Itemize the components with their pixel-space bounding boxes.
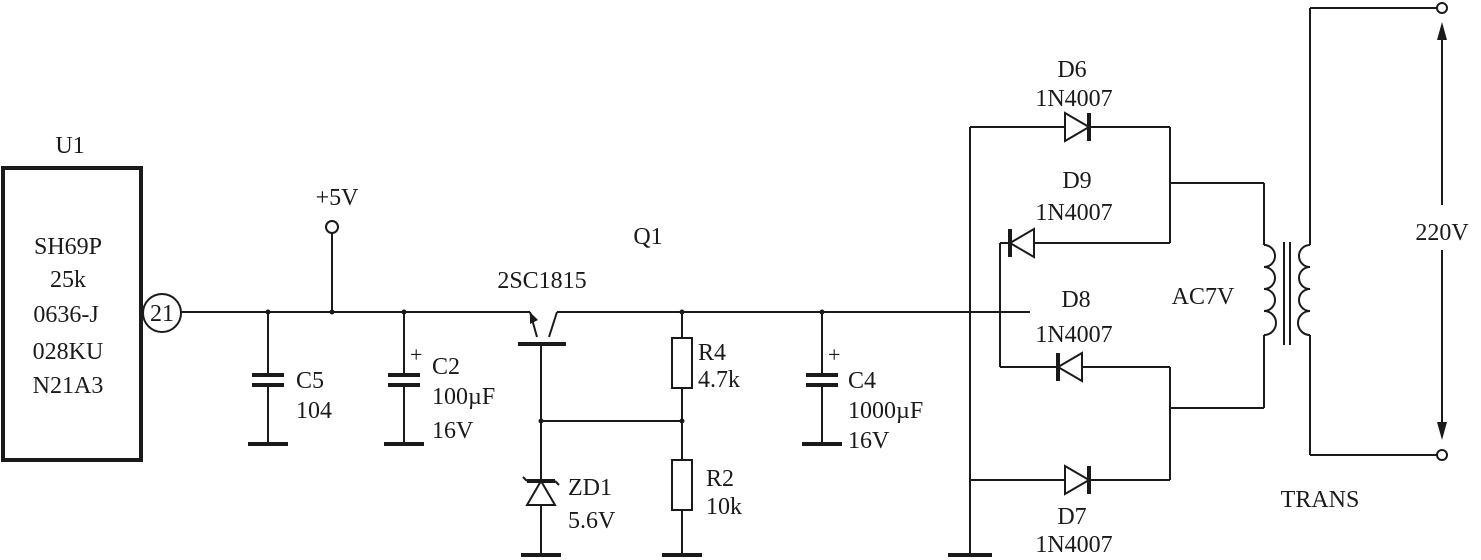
u1-line-5: N21A3 xyxy=(33,373,104,399)
u1-body xyxy=(1,166,143,462)
c4-value: 1000µF xyxy=(848,398,923,424)
q1-part: 2SC1815 xyxy=(497,268,586,294)
d9-ref: D9 xyxy=(1062,168,1091,194)
d6-ref: D6 xyxy=(1057,57,1086,83)
arrow-up xyxy=(1437,22,1447,40)
zd1-triangle xyxy=(525,479,557,506)
supply-label: +5V xyxy=(316,185,360,211)
c5-ref: C5 xyxy=(296,368,324,394)
u1-chip: U1 SH69P 25k 0636-J 028KU N21A3 21 xyxy=(1,133,182,462)
q1-transistor: Q1 2SC1815 xyxy=(497,224,663,500)
transformer: TRANS xyxy=(1263,2,1448,513)
d7-diode: D7 1N4007 xyxy=(1035,464,1113,558)
c2-polarity: + xyxy=(410,342,422,367)
u1-line-2: 25k xyxy=(50,267,86,293)
r2-resistor: R2 10k xyxy=(662,459,742,557)
d8-ref: D8 xyxy=(1061,287,1090,313)
u1-line-3: 0636-J xyxy=(33,302,98,328)
c5-capacitor: C5 104 xyxy=(248,312,332,446)
c2-value: 100µF xyxy=(432,384,495,410)
d9-triangle xyxy=(1008,227,1035,259)
r4-ref: R4 xyxy=(698,340,726,366)
zd1-ref: ZD1 xyxy=(568,475,612,501)
zd1-zener: ZD1 5.6V xyxy=(521,475,616,557)
d6-triangle xyxy=(1064,111,1091,143)
secondary-label: AC7V xyxy=(1172,284,1235,310)
c4-voltage: 16V xyxy=(848,428,890,454)
d6-part: 1N4007 xyxy=(1035,86,1112,112)
zd1-value: 5.6V xyxy=(568,508,616,534)
arrow-down xyxy=(1437,422,1447,440)
r4-resistor: R4 4.7k xyxy=(671,312,740,460)
u1-line-4: 028KU xyxy=(33,339,104,365)
mains-voltage-indicator: 220V xyxy=(1415,22,1469,440)
r2-value: 10k xyxy=(706,494,742,520)
mains-label: 220V xyxy=(1415,220,1469,246)
u1-line-1: SH69P xyxy=(34,234,102,260)
c4-ref: C4 xyxy=(848,368,876,394)
d8-triangle xyxy=(1056,351,1083,383)
c2-capacitor: + C2 100µF 16V xyxy=(384,312,495,446)
r4-body xyxy=(671,337,693,389)
q1-collector xyxy=(548,311,558,338)
r4-value: 4.7k xyxy=(698,367,740,393)
r2-ref: R2 xyxy=(706,466,734,492)
d9-part: 1N4007 xyxy=(1035,200,1112,226)
c2-voltage: 16V xyxy=(432,418,474,444)
d7-ref: D7 xyxy=(1057,504,1086,530)
supply-terminal-circle xyxy=(325,220,339,234)
c4-capacitor: + C4 1000µF 16V xyxy=(802,312,923,454)
d7-part: 1N4007 xyxy=(1035,532,1112,558)
c4-polarity: + xyxy=(828,342,840,367)
secondary-coil xyxy=(1263,244,1277,336)
u1-pin-label: 21 xyxy=(150,301,174,327)
transformer-label: TRANS xyxy=(1281,487,1360,513)
q1-ref: Q1 xyxy=(633,224,662,250)
d8-diode: D8 1N4007 xyxy=(1035,287,1113,383)
r2-body xyxy=(671,459,693,511)
d9-diode: D9 1N4007 xyxy=(1008,168,1113,259)
bridge-rectifier: D6 1N4007 D9 1N4007 D8 1N4007 D7 1N4007 xyxy=(948,57,1265,558)
q1-emitter-arrow xyxy=(530,312,538,324)
u1-ref: U1 xyxy=(55,133,84,159)
supply-terminal: +5V xyxy=(316,185,360,312)
mains-terminal-top xyxy=(1436,2,1448,14)
d6-diode: D6 1N4007 xyxy=(1035,57,1113,143)
primary-coil xyxy=(1297,244,1311,336)
c5-value: 104 xyxy=(296,398,332,424)
d8-part: 1N4007 xyxy=(1035,322,1112,348)
mains-terminal-bottom xyxy=(1436,449,1448,461)
d7-triangle xyxy=(1064,464,1091,496)
c2-ref: C2 xyxy=(432,354,460,380)
